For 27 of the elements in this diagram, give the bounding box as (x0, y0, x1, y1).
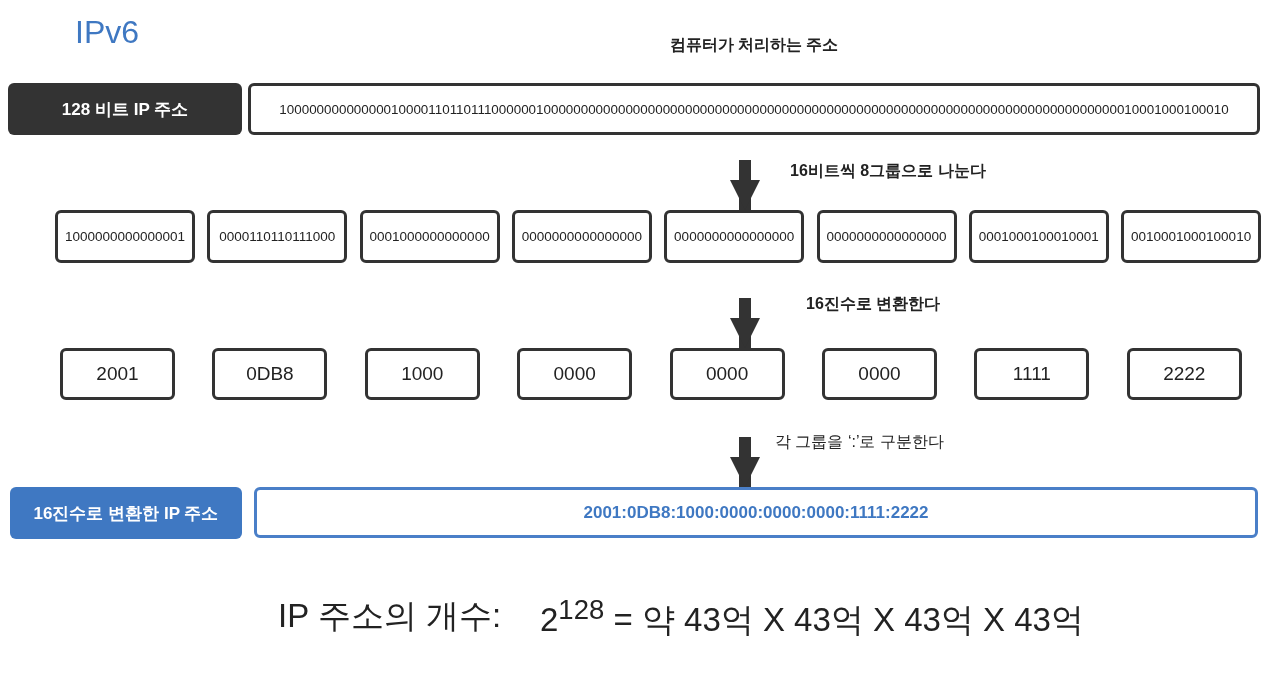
edge-label: 16비트씩 8그룹으로 나눈다 (790, 160, 986, 181)
binary-group-box: 0000110110111000 (207, 210, 348, 263)
hex-group-box: 0000 (517, 348, 633, 400)
hex-address-box: 2001:0DB8:1000:0000:0000:0000:1111:2222 (254, 487, 1258, 538)
binary-group-box: 0000000000000000 (511, 210, 652, 263)
binary-group-box: 1000000000000001 (55, 210, 195, 263)
binary-group-box: 0010001000100010 (1121, 210, 1262, 263)
title: IPv6 (75, 14, 140, 51)
count-formula: 2$^{128}$ = 약 43억 X 43억 X 43억 X 43억 (540, 594, 1084, 640)
count-label: IP 주소의 개수: (278, 596, 502, 636)
header-label: 16진수로 변환한 IP 주소 (10, 487, 242, 539)
binary-address-box: 10000000000000010000110110111000000100000000000000000000000000000000000000000000000000000000000000000000000000000010001000100010 (248, 83, 1260, 135)
hex-group-box: 0000 (669, 348, 785, 400)
binary-group-box: 0000000000000000 (664, 210, 805, 263)
hex-group-box: 1111 (974, 348, 1090, 400)
hex-group-box: 2001 (60, 348, 175, 400)
hex-group-box: 2222 (1126, 348, 1242, 400)
binary-group-box: 0000000000000000 (816, 210, 957, 263)
hex-group-box: 1000 (364, 348, 480, 400)
hex-group-box: 0DB8 (212, 348, 328, 400)
binary-group-box: 0001000100010001 (968, 210, 1109, 263)
hex-group-box: 0000 (822, 348, 937, 400)
edge-label: 16진수로 변환한다 (806, 293, 941, 314)
edge-label: 각 그룹을 ‘:’로 구분한다 (775, 431, 944, 452)
header-label: 128 비트 IP 주소 (8, 83, 242, 135)
binary-group-box: 0001000000000000 (359, 210, 500, 263)
caption-text: 컴퓨터가 처리하는 주소 (668, 35, 840, 55)
